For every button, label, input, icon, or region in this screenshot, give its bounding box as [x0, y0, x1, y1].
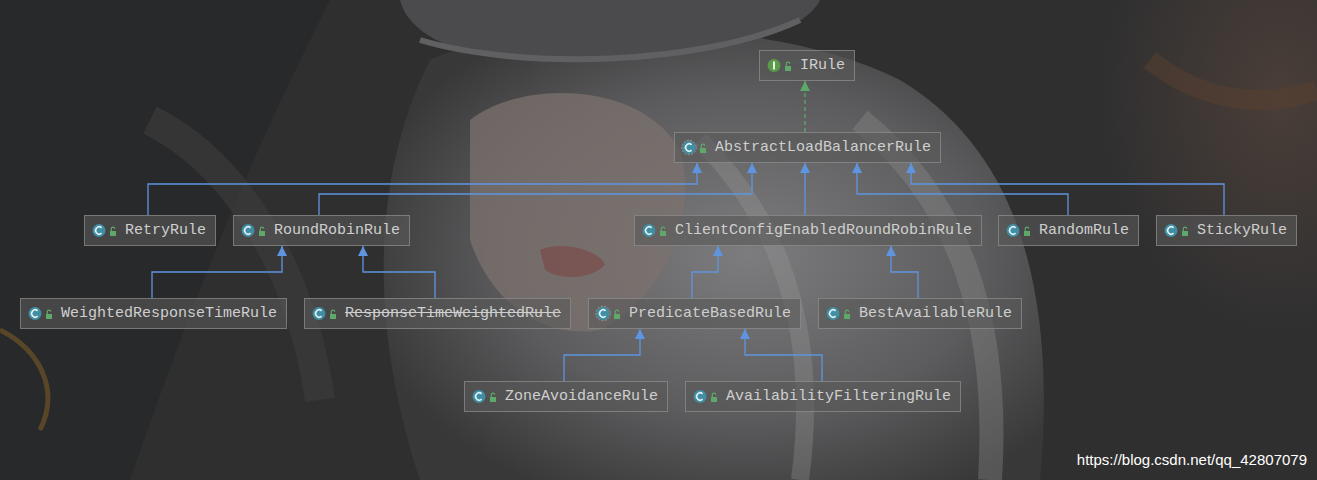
class-name: StickyRule [1197, 222, 1287, 239]
extends-arrow [745, 329, 822, 381]
class-icon [764, 51, 798, 80]
class-box: AbstractLoadBalancerRule [674, 132, 941, 163]
extends-arrow [692, 246, 718, 298]
class-icon [89, 216, 123, 245]
class-box: ZoneAvoidanceRule [464, 381, 668, 412]
class-box: RetryRule [84, 215, 216, 246]
class-box: IRule [759, 50, 855, 81]
class-name: RoundRobinRule [274, 222, 400, 239]
class-box: AvailabilityFilteringRule [685, 381, 961, 412]
class-box: PredicateBasedRule [588, 298, 801, 329]
class-icon [1003, 216, 1037, 245]
class-icon [309, 299, 343, 328]
class-icon [639, 216, 673, 245]
extends-arrow [564, 329, 640, 381]
extends-arrow [319, 163, 752, 215]
class-icon [823, 299, 857, 328]
class-icon [238, 216, 272, 245]
class-box: ClientConfigEnabledRoundRobinRule [634, 215, 982, 246]
class-name: IRule [800, 57, 845, 74]
class-box: WeightedResponseTimeRule [20, 298, 287, 329]
extends-arrow [857, 163, 1068, 215]
extends-arrow [363, 246, 435, 298]
class-name: PredicateBasedRule [629, 305, 791, 322]
watermark: https://blog.csdn.net/qq_42807079 [1077, 451, 1307, 468]
implements-arrow [804, 81, 805, 132]
class-name: AvailabilityFilteringRule [726, 388, 951, 405]
class-icon [25, 299, 59, 328]
class-name: ZoneAvoidanceRule [505, 388, 658, 405]
class-icon [593, 299, 627, 328]
class-icon [1161, 216, 1195, 245]
extends-arrow [891, 246, 918, 298]
class-box: StickyRule [1156, 215, 1297, 246]
class-box: BestAvailableRule [818, 298, 1022, 329]
class-box: RoundRobinRule [233, 215, 410, 246]
extends-arrow [911, 163, 1224, 215]
class-name: ResponseTimeWeightedRule [345, 305, 561, 322]
extends-arrow [152, 246, 282, 298]
class-name: AbstractLoadBalancerRule [715, 139, 931, 156]
class-icon [469, 382, 503, 411]
class-name: RandomRule [1039, 222, 1129, 239]
class-box: ResponseTimeWeightedRule [304, 298, 571, 329]
extends-arrow [148, 163, 697, 215]
extends-arrow [804, 163, 805, 215]
class-box: RandomRule [998, 215, 1139, 246]
class-name: RetryRule [125, 222, 206, 239]
class-name: ClientConfigEnabledRoundRobinRule [675, 222, 972, 239]
class-name: BestAvailableRule [859, 305, 1012, 322]
class-name: WeightedResponseTimeRule [61, 305, 277, 322]
class-icon [679, 133, 713, 162]
class-icon [690, 382, 724, 411]
